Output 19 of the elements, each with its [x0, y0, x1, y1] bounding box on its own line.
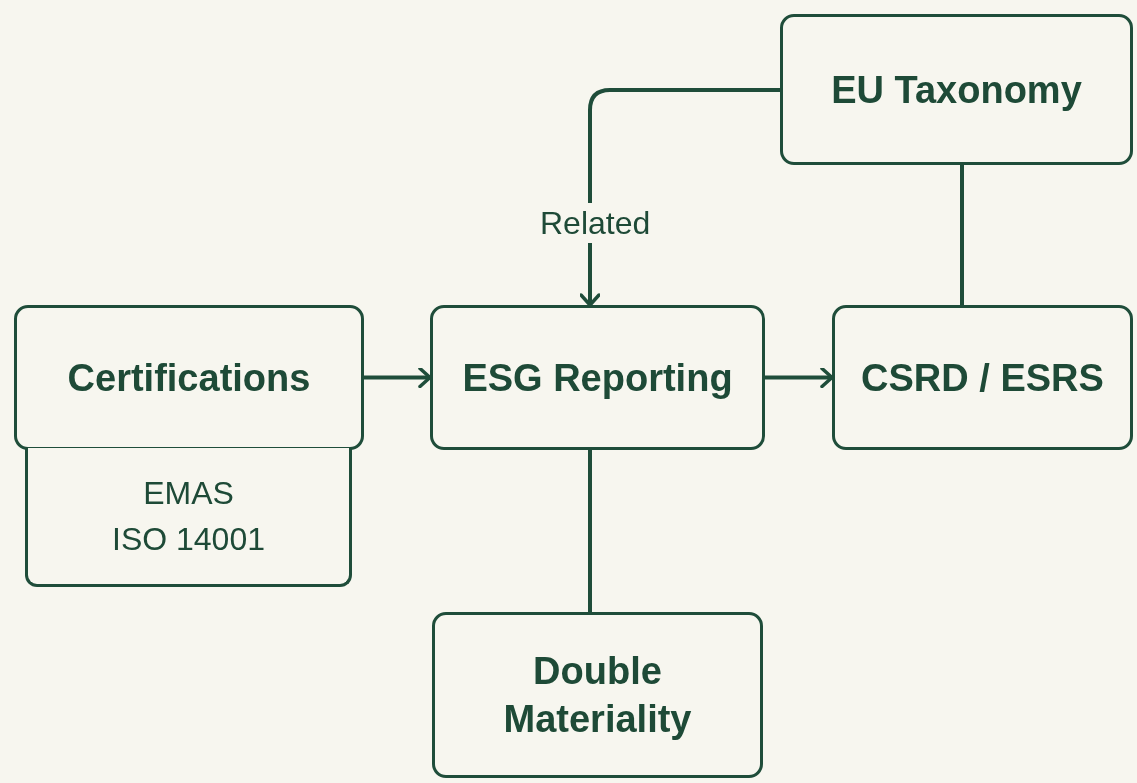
box-title: Certifications [67, 355, 311, 401]
process-box [780, 14, 1133, 165]
arrow [579, 88, 780, 307]
detail-box [25, 448, 352, 587]
connector-line [960, 165, 964, 305]
process-box [430, 305, 765, 450]
process-box [432, 612, 763, 778]
arrow [765, 366, 834, 389]
arrow [364, 366, 432, 389]
detail-text: ISO 14001 [112, 520, 265, 559]
detail-text: EMAS [143, 474, 234, 513]
process-box [832, 305, 1133, 450]
box-title: ESG Reporting [462, 355, 733, 401]
process-box [14, 305, 364, 450]
edge-label: Related [540, 203, 650, 243]
box-title: Double Materiality [502, 649, 693, 742]
box-title: CSRD / ESRS [861, 355, 1104, 401]
connector-line [588, 450, 592, 612]
box-title: EU Taxonomy [831, 67, 1082, 113]
